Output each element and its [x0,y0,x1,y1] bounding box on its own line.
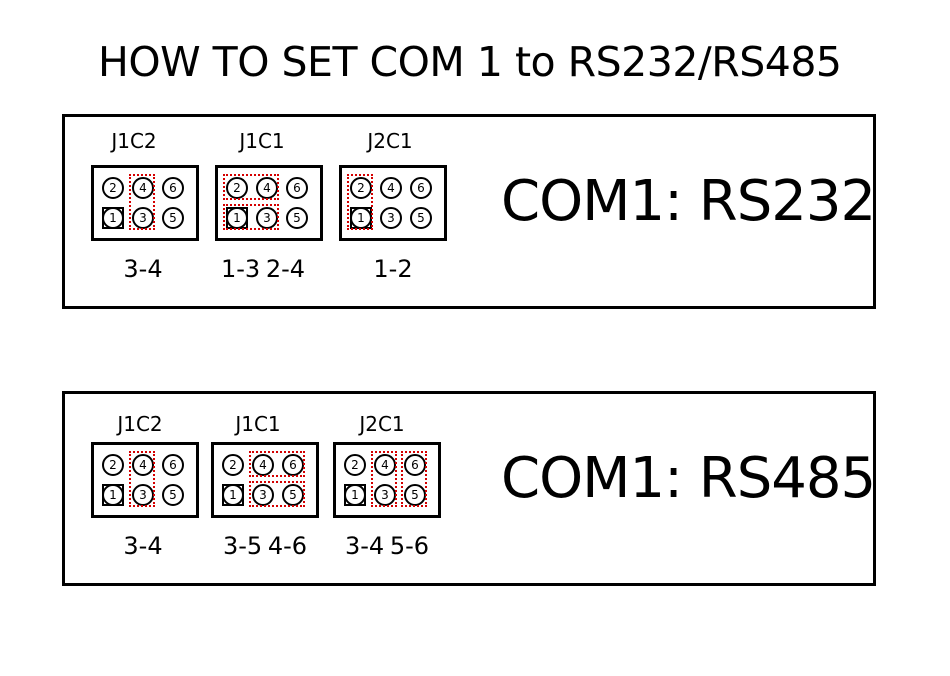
jumper-link-5-6 [401,451,427,507]
jumper-link-1-3 [223,204,279,230]
jumper-link-3-4 [129,451,155,507]
pin-6: 6 [286,177,308,199]
jumper-label: J2C1 [367,129,413,153]
jumper-label: J1C1 [235,412,281,436]
jumper-link-2-4 [223,174,279,200]
jumper-link-3-4 [129,174,155,230]
pin-2: 2 [344,454,366,476]
jumper-label: J1C2 [111,129,157,153]
pin-6: 6 [162,454,184,476]
pin-1: 1 [222,484,244,506]
pin-5: 5 [286,207,308,229]
jumper-link-1-2 [347,174,373,230]
pin-6: 6 [410,177,432,199]
pin-5: 5 [410,207,432,229]
jumper-label: J2C1 [359,412,405,436]
page-title: HOW TO SET COM 1 to RS232/RS485 [98,38,842,86]
jumper-label: J1C1 [239,129,285,153]
jumper-setting: 1-3 2-4 [220,255,306,283]
pin-4: 4 [252,454,274,476]
jumper-link-4-6 [249,451,305,477]
jumper-setting: 3-4 [123,255,163,283]
jumper-setting: 3-4 [123,532,163,560]
jumper-setting: 3-4 5-6 [344,532,430,560]
pin-5: 5 [162,207,184,229]
jumper-link-3-5 [249,481,305,507]
pin-1: 1 [344,484,366,506]
pin-6: 6 [162,177,184,199]
pin-3: 3 [380,207,402,229]
pin-2: 2 [222,454,244,476]
com-mode-label: COM1: RS485 [501,446,876,511]
pin-1: 1 [102,207,124,229]
pin-2: 2 [102,177,124,199]
pin-1: 1 [102,484,124,506]
pin-4: 4 [380,177,402,199]
com-mode-label: COM1: RS232 [501,169,876,234]
jumper-setting: 3-5 4-6 [222,532,308,560]
pin-2: 2 [102,454,124,476]
jumper-label: J1C2 [117,412,163,436]
pin-5: 5 [162,484,184,506]
jumper-setting: 1-2 [373,255,413,283]
jumper-link-3-4 [371,451,397,507]
